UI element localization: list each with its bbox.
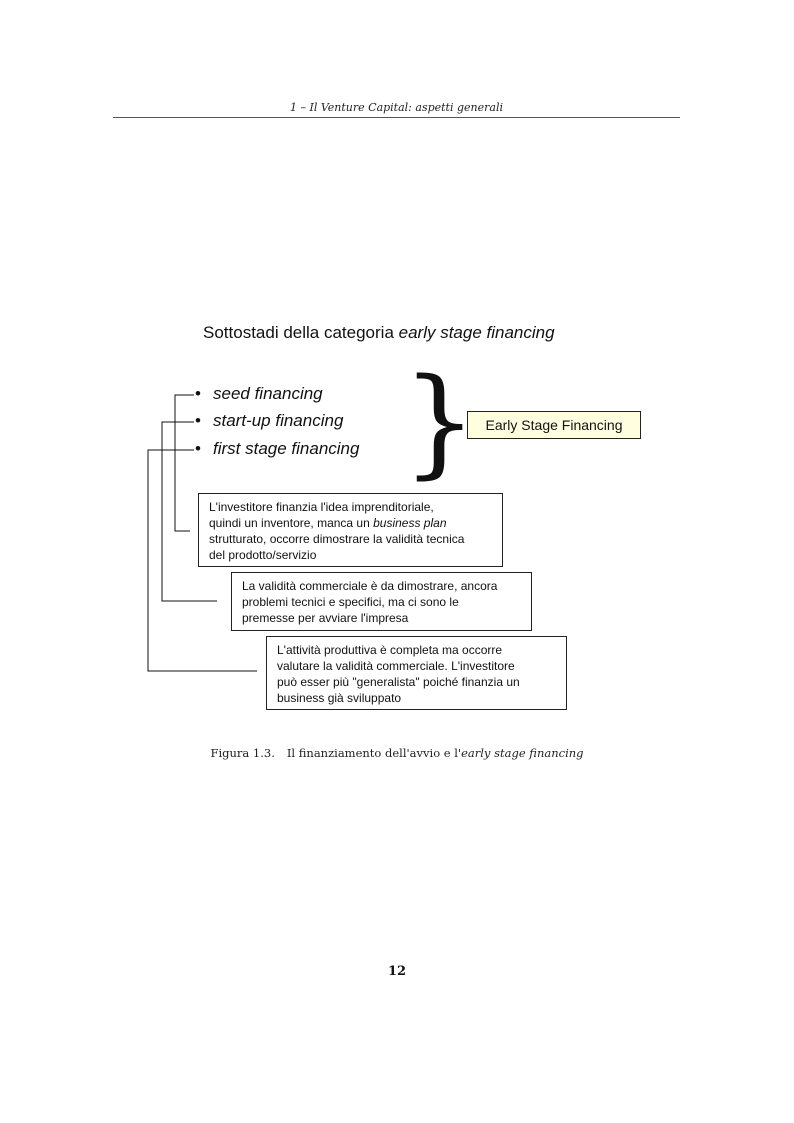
description-line: L'investitore finanzia l'idea imprendito… <box>209 500 434 514</box>
description-line: strutturato, occorre dimostrare la valid… <box>209 532 465 546</box>
description-line: premesse per avviare l'impresa <box>242 611 409 625</box>
caption-text: Il finanziamento dell'avvio e l' <box>286 746 462 760</box>
description-line: può esser più "generalista" poiché finan… <box>277 675 520 689</box>
description-box-startup: La validità commerciale è da dimostrare,… <box>231 572 532 631</box>
bullet: • <box>195 439 201 458</box>
description-line: L'attività produttiva è completa ma occo… <box>277 643 503 657</box>
figure-caption: Figura 1.3. Il finanziamento dell'avvio e… <box>0 746 794 760</box>
description-line: problemi tecnici e specifici, ma ci sono… <box>242 595 459 609</box>
connector-first-stage <box>147 449 257 672</box>
description-text: quindi un inventore, manca un <box>209 516 374 530</box>
description-italic: business plan <box>373 516 447 530</box>
stage-label: first stage financing <box>213 439 360 458</box>
description-line: valutare la validità commerciale. L'inve… <box>277 659 515 673</box>
connector-startup <box>161 421 217 602</box>
description-line: business già sviluppato <box>277 691 402 705</box>
stage-startup: • start-up financing <box>195 411 343 431</box>
stage-label: seed financing <box>213 384 323 403</box>
page-number: 12 <box>387 964 407 979</box>
caption-italic: early stage financing <box>461 746 584 760</box>
header-rule <box>113 117 680 118</box>
figure-title: Sottostadi della categoria early stage f… <box>203 323 555 343</box>
stage-first: • first stage financing <box>195 439 359 459</box>
group-label: Early Stage Financing <box>485 417 623 433</box>
figure-title-text: Sottostadi della categoria <box>203 323 399 342</box>
grouping-brace: } <box>402 352 478 490</box>
bullet: • <box>195 411 201 430</box>
stage-seed: • seed financing <box>195 384 323 404</box>
running-head: 1 – Il Venture Capital: aspetti generali <box>290 101 503 114</box>
description-box-first-stage: L'attività produttiva è completa ma occo… <box>266 636 567 710</box>
bullet: • <box>195 384 201 403</box>
figure-title-italic: early stage financing <box>398 323 555 342</box>
description-line: quindi un inventore, manca un business p… <box>209 515 492 531</box>
description-line: La validità commerciale è da dimostrare,… <box>242 579 498 593</box>
caption-number: Figura 1.3. <box>210 746 275 760</box>
connector-seed <box>174 394 194 532</box>
description-box-seed: L'investitore finanzia l'idea imprendito… <box>198 493 503 567</box>
description-line: del prodotto/servizio <box>209 548 317 562</box>
stage-label: start-up financing <box>213 411 344 430</box>
early-stage-financing-box: Early Stage Financing <box>467 411 641 439</box>
